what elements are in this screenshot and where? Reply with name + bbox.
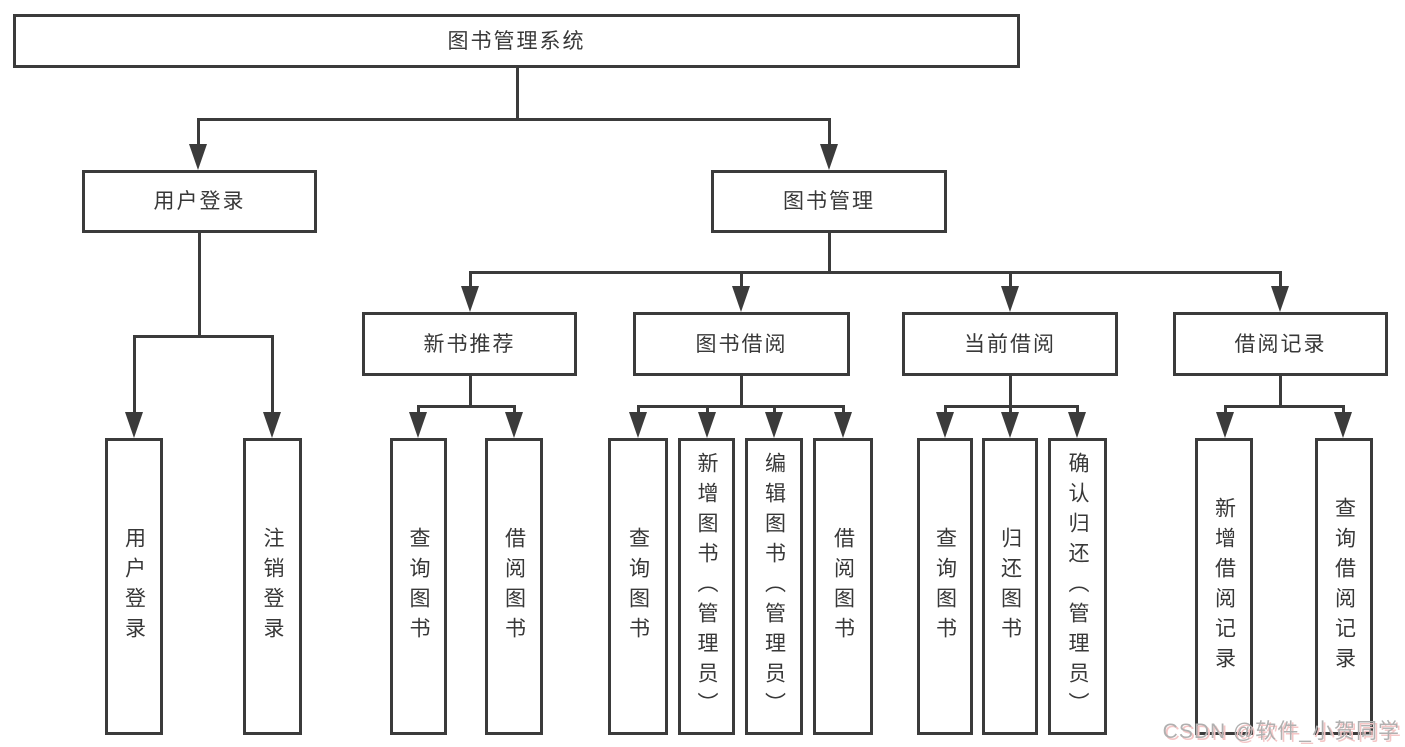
arrow-down-icon xyxy=(189,144,207,170)
connector-line xyxy=(1278,376,1282,408)
connector-line xyxy=(636,405,845,408)
arrow-down-icon xyxy=(1334,412,1352,438)
leaf-logout-login: 注销登录 xyxy=(243,438,302,735)
leaf-user-login: 用户登录 xyxy=(105,438,163,735)
arrow-down-icon xyxy=(698,412,716,438)
connector-line xyxy=(827,233,831,274)
leaf-borrow-books-newbooks: 借阅图书 xyxy=(485,438,543,735)
leaf-query-books-borrowing: 查询图书 xyxy=(608,438,668,735)
node-new-book-recommend: 新书推荐 xyxy=(362,312,577,376)
watermark: CSDN @软件_小贺同学 xyxy=(1162,720,1400,743)
arrow-down-icon xyxy=(1068,412,1086,438)
arrow-down-icon xyxy=(834,412,852,438)
connector-line xyxy=(1223,405,1345,408)
connector-line xyxy=(468,271,472,294)
connector-line xyxy=(132,335,274,338)
arrow-down-icon xyxy=(461,286,479,312)
arrow-down-icon xyxy=(765,412,783,438)
arrow-down-icon xyxy=(263,412,281,438)
arrow-down-icon xyxy=(409,412,427,438)
connector-line xyxy=(416,405,516,408)
arrow-down-icon xyxy=(732,286,750,312)
connector-line xyxy=(739,271,743,294)
node-book-borrowing: 图书借阅 xyxy=(633,312,850,376)
node-current-borrowing: 当前借阅 xyxy=(902,312,1118,376)
connector-line xyxy=(1278,271,1282,294)
connector-line xyxy=(270,335,274,420)
arrow-down-icon xyxy=(125,412,143,438)
arrow-down-icon xyxy=(1216,412,1234,438)
connector-line xyxy=(827,118,831,152)
leaf-return-books: 归还图书 xyxy=(982,438,1038,735)
node-borrowing-records: 借阅记录 xyxy=(1173,312,1388,376)
leaf-query-books-newbooks: 查询图书 xyxy=(390,438,447,735)
arrow-down-icon xyxy=(629,412,647,438)
arrow-down-icon xyxy=(936,412,954,438)
arrow-down-icon xyxy=(1001,286,1019,312)
arrow-down-icon xyxy=(505,412,523,438)
leaf-add-borrow-record: 新增借阅记录 xyxy=(1195,438,1253,735)
arrow-down-icon xyxy=(1271,286,1289,312)
node-user-login: 用户登录 xyxy=(82,170,317,233)
connector-line xyxy=(1008,271,1012,294)
leaf-confirm-return-admin: 确认归还（管理员） xyxy=(1048,438,1107,735)
arrow-down-icon xyxy=(820,144,838,170)
connector-line xyxy=(468,376,472,408)
connector-line xyxy=(197,233,201,338)
connector-line xyxy=(196,118,831,121)
leaf-borrow-books-borrowing: 借阅图书 xyxy=(813,438,873,735)
leaf-query-books-current: 查询图书 xyxy=(917,438,973,735)
connector-line xyxy=(515,68,519,121)
node-library-management-system: 图书管理系统 xyxy=(13,14,1020,68)
node-book-management: 图书管理 xyxy=(711,170,947,233)
connector-line xyxy=(1008,376,1012,408)
connector-line xyxy=(132,335,136,420)
connector-line xyxy=(468,271,1282,274)
leaf-add-books-admin: 新增图书（管理员） xyxy=(678,438,735,735)
connector-line xyxy=(196,118,200,152)
connector-line xyxy=(739,376,743,408)
leaf-query-borrow-record: 查询借阅记录 xyxy=(1315,438,1373,735)
arrow-down-icon xyxy=(1001,412,1019,438)
leaf-edit-books-admin: 编辑图书（管理员） xyxy=(745,438,803,735)
